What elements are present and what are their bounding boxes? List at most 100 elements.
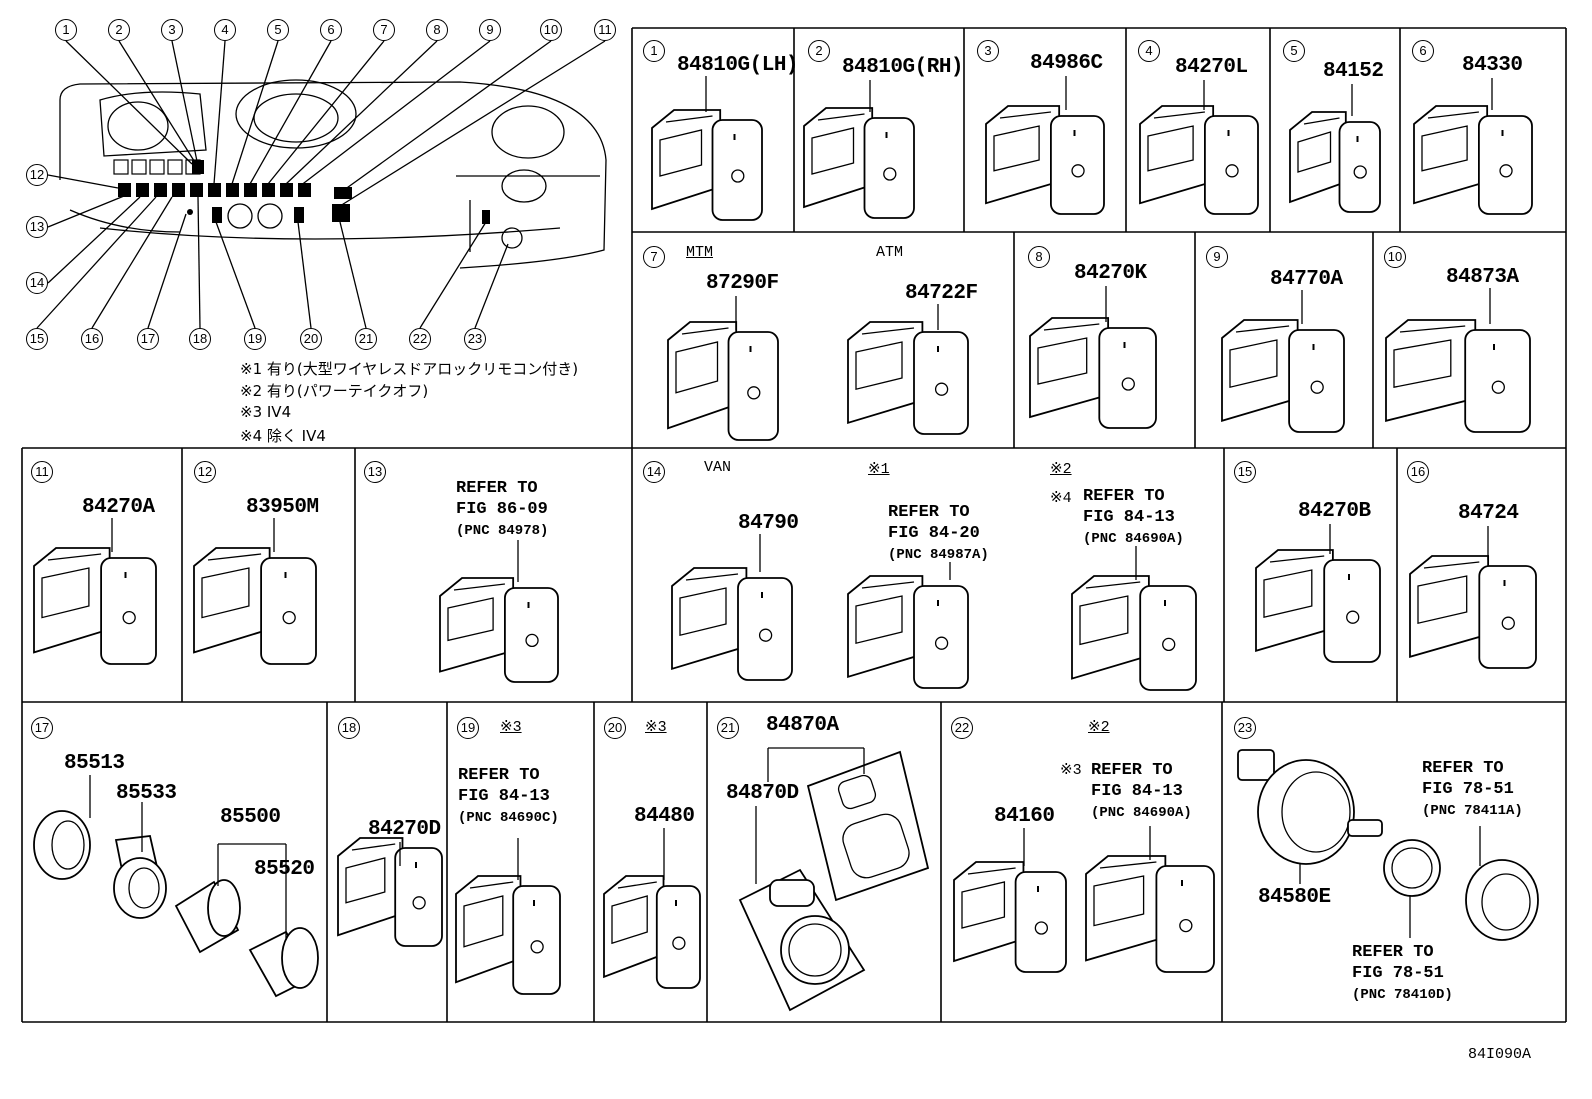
panel-3-number: 3 — [977, 40, 999, 62]
mirror-switch — [738, 750, 930, 1012]
panel-17-part-3: 85500 — [220, 806, 281, 829]
panel-14-label-note4: ※4 — [1050, 490, 1072, 507]
switch-16 — [1409, 555, 1537, 669]
overview-leader-19 — [215, 221, 256, 329]
switch-14c — [1071, 575, 1197, 691]
panel-1-part: 84810G(LH) — [677, 54, 799, 77]
note-3: ※3 IV4 — [240, 403, 292, 421]
overview-leader-1 — [65, 40, 193, 165]
panel-14-part: 84790 — [738, 512, 799, 535]
overview-leader-11 — [339, 40, 606, 207]
panel-11-part: 84270A — [82, 496, 155, 519]
switch-12 — [193, 547, 317, 665]
panel-19-label: ※3 — [500, 719, 522, 736]
panel-10-number: 10 — [1384, 246, 1406, 268]
switch-22a — [953, 861, 1067, 973]
overview-leader-3 — [171, 40, 199, 167]
overview-block-row-6 — [226, 183, 239, 197]
overview-block-3 — [192, 160, 204, 174]
overview-leader-21 — [339, 221, 367, 329]
panel-6-number: 6 — [1412, 40, 1434, 62]
overview-block-row-8 — [262, 183, 275, 197]
overview-callout-10: 10 — [540, 19, 562, 41]
note-1: ※1 有り(大型ワイヤレスドアロックリモコン付き) — [240, 360, 579, 378]
panel-18-number: 18 — [338, 717, 360, 739]
overview-block-row-10 — [298, 183, 311, 197]
overview-callout-19: 19 — [244, 328, 266, 350]
switch-15 — [1255, 549, 1381, 663]
switch-2 — [803, 107, 915, 219]
panel-4-part: 84270L — [1175, 56, 1248, 79]
overview-leader-9 — [299, 40, 491, 187]
overview-leader-17 — [147, 213, 187, 329]
panel-9-number: 9 — [1206, 246, 1228, 268]
overview-leader-12 — [47, 174, 119, 189]
panel-7-number: 7 — [643, 246, 665, 268]
overview-block-22 — [482, 210, 490, 224]
switch-7b — [847, 321, 969, 435]
panel-5-part: 84152 — [1323, 60, 1384, 83]
overview-leader-4 — [213, 40, 226, 185]
overview-callout-21: 21 — [355, 328, 377, 350]
panel-22-number: 22 — [951, 717, 973, 739]
overview-leader-10 — [343, 40, 552, 191]
panel-5-number: 5 — [1283, 40, 1305, 62]
overview-block-row-1 — [136, 183, 149, 197]
panel-20-label: ※3 — [645, 719, 667, 736]
note-4: ※4 除く IV4 — [240, 427, 326, 445]
panel-14-label-note2: ※2 — [1050, 461, 1072, 478]
overview-leader-14 — [47, 196, 141, 284]
overview-leader-7 — [267, 40, 385, 185]
panel-7-part-1: 87290F — [706, 272, 779, 295]
overview-callout-17: 17 — [137, 328, 159, 350]
panel-17-part-4: 85520 — [254, 858, 315, 881]
overview-leader-6 — [249, 40, 332, 185]
overview-block-19 — [212, 207, 222, 223]
overview-slot-top-0 — [113, 159, 129, 175]
switch-9 — [1221, 319, 1345, 433]
overview-block-row-4 — [190, 183, 203, 197]
overview-leader-20 — [297, 221, 312, 329]
overview-callout-14: 14 — [26, 272, 48, 294]
panel-22-label-note2: ※2 — [1088, 719, 1110, 736]
overview-leader-5 — [231, 40, 279, 185]
switch-13 — [439, 577, 559, 683]
overview-callout-20: 20 — [300, 328, 322, 350]
panel-1-number: 1 — [643, 40, 665, 62]
overview-callout-4: 4 — [214, 19, 236, 41]
switch-20 — [603, 875, 701, 989]
overview-block-11 — [334, 187, 352, 199]
overview-leader-16 — [91, 196, 173, 329]
switch-19 — [455, 875, 561, 995]
panel-15-part: 84270B — [1298, 500, 1371, 523]
panel-15-number: 15 — [1234, 461, 1256, 483]
panel-22-label-note3: ※3 — [1060, 762, 1082, 779]
switch-6 — [1413, 105, 1533, 215]
switch-10 — [1385, 319, 1531, 433]
panel-2-part: 84810G(RH) — [842, 56, 964, 79]
overview-block-row-3 — [172, 183, 185, 197]
overview-block-row-0 — [118, 183, 131, 197]
panel-20-part: 84480 — [634, 805, 695, 828]
overview-callout-3: 3 — [161, 19, 183, 41]
overview-block-20 — [294, 207, 304, 223]
panel-21-number: 21 — [717, 717, 739, 739]
switch-18 — [337, 837, 443, 947]
panel-22-part: 84160 — [994, 805, 1055, 828]
panel-18-part: 84270D — [368, 818, 441, 841]
switch-4 — [1139, 105, 1259, 215]
overview-leader-18 — [197, 196, 201, 329]
panel-12-part: 83950M — [246, 496, 319, 519]
panel-21-part-2: 84870D — [726, 782, 799, 805]
overview-slot-top-3 — [167, 159, 183, 175]
overview-callout-2: 2 — [108, 19, 130, 41]
panel-23-part: 84580E — [1258, 886, 1331, 909]
overview-block-row-5 — [208, 183, 221, 197]
panel-3-part: 84986C — [1030, 52, 1103, 75]
